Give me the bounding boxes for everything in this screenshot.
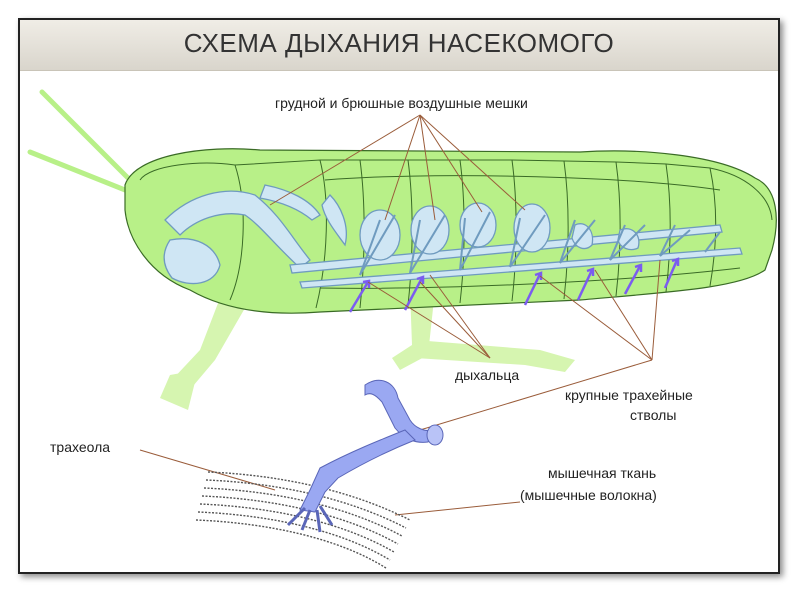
insect-body — [124, 148, 777, 314]
spiracle-arrows — [348, 257, 680, 313]
antennae — [27, 89, 135, 195]
label-spiracles: дыхальца — [455, 367, 519, 383]
slide-frame: СХЕМА ДЫХАНИЯ НАСЕКОМОГО — [18, 18, 780, 574]
muscle-tissue — [195, 471, 411, 569]
trachea-branches — [359, 211, 721, 276]
label-muscle-line1: мышечная ткань — [548, 465, 656, 481]
body-segments — [139, 159, 773, 309]
page-title: СХЕМА ДЫХАНИЯ НАСЕКОМОГО — [183, 28, 615, 58]
label-air-sacs: грудной и брюшные воздушные мешки — [275, 95, 528, 111]
legs — [160, 282, 575, 410]
pointer-lines — [139, 114, 661, 516]
label-trunks-line2: стволы — [630, 407, 676, 423]
label-tracheole: трахеола — [50, 439, 110, 455]
title-bar: СХЕМА ДЫХАНИЯ НАСЕКОМОГО — [20, 20, 778, 71]
trachea-tube — [286, 380, 444, 533]
insect-respiration-diagram: грудной и брюшные воздушные мешки дыхаль… — [27, 89, 777, 569]
label-trunks-line1: крупные трахейные — [565, 387, 693, 403]
label-muscle-line2: (мышечные волокна) — [520, 487, 657, 503]
tracheal-system — [163, 184, 743, 289]
